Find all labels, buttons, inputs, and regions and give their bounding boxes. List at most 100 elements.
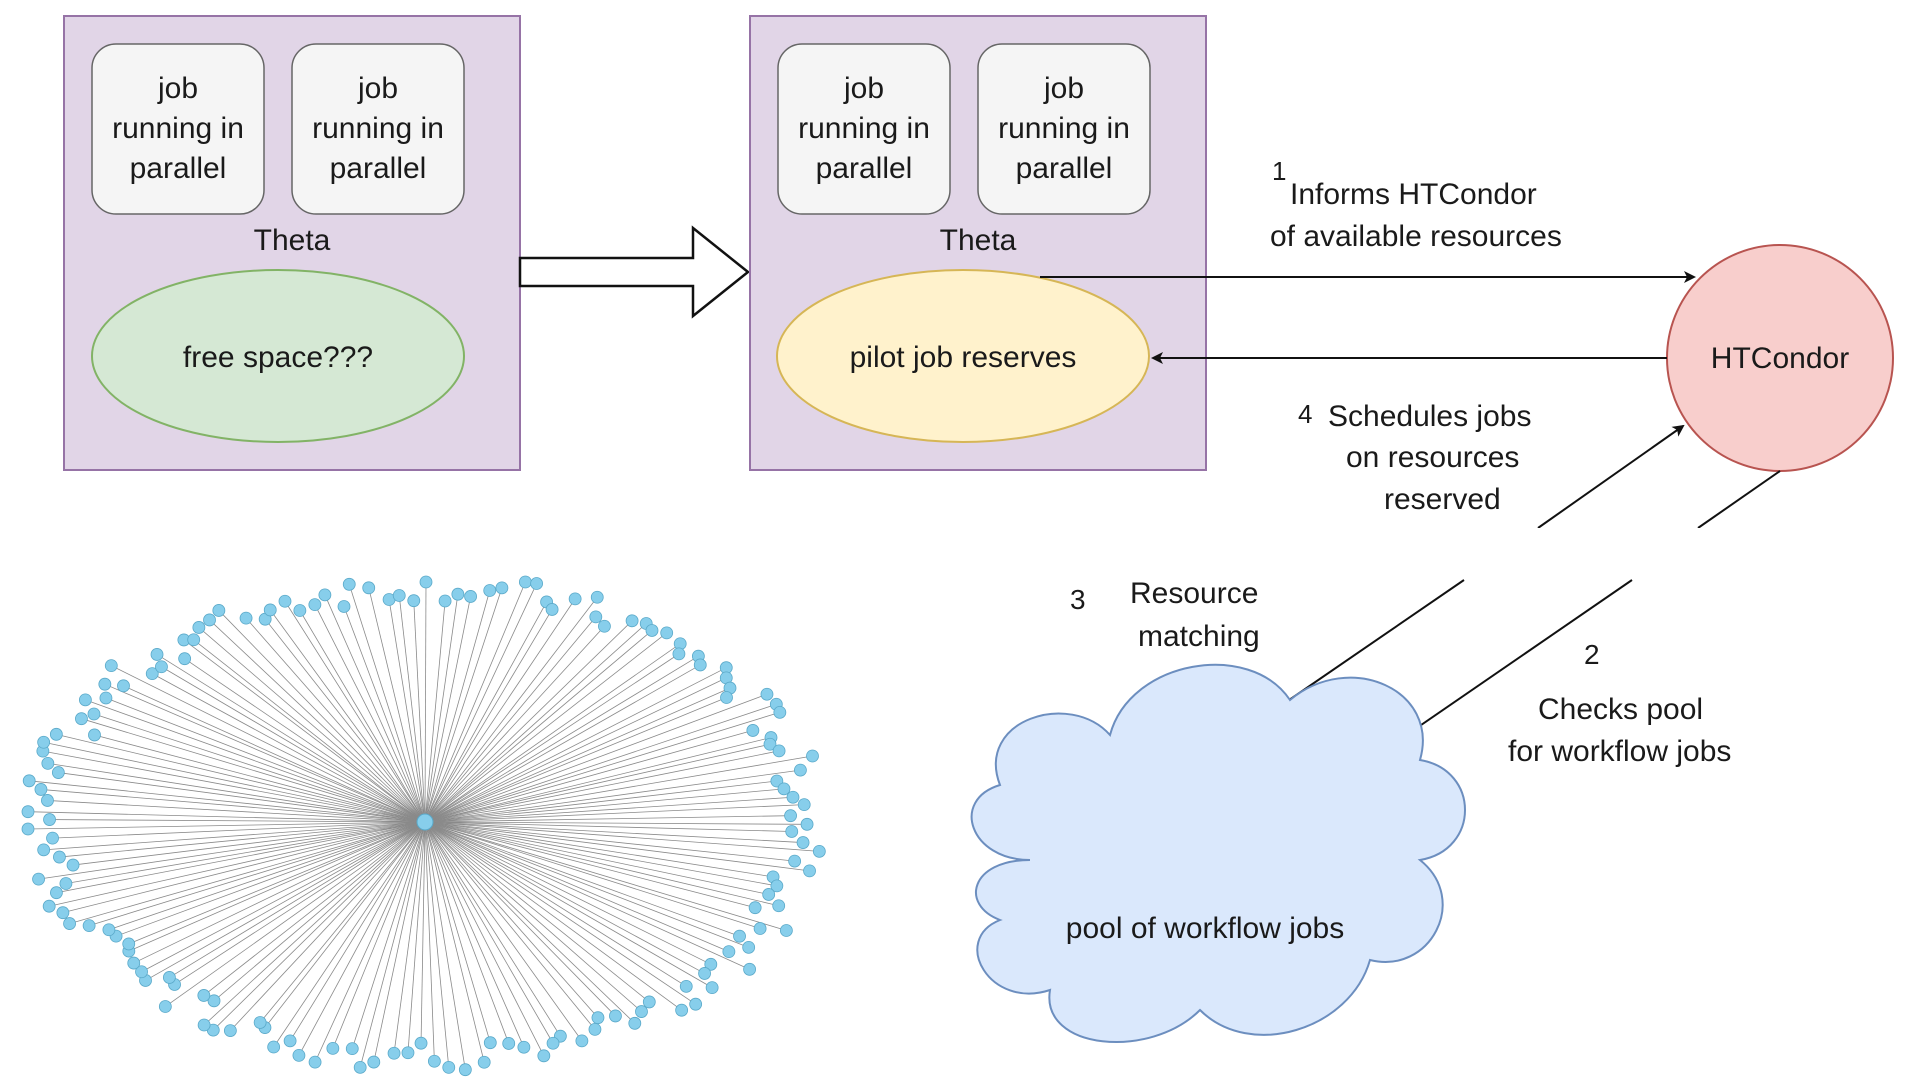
network-edge xyxy=(47,800,426,823)
network-edge xyxy=(424,821,636,1024)
network-edge xyxy=(424,821,450,1068)
job-line: job xyxy=(157,72,198,105)
network-edge xyxy=(424,821,466,1070)
network-edge xyxy=(424,630,653,823)
network-leaf-node xyxy=(387,1046,401,1060)
network-leaf-node xyxy=(477,1055,491,1069)
network-edge xyxy=(56,821,426,894)
network-leaf-node xyxy=(588,1022,602,1036)
network-edge xyxy=(343,606,426,823)
network-edge xyxy=(145,821,426,981)
network-edge xyxy=(424,821,810,872)
network-leaf-node xyxy=(762,888,776,901)
network-leaf-node xyxy=(337,600,351,613)
htcondor-label: HTCondor xyxy=(1711,342,1849,375)
network-leaf-node xyxy=(59,877,73,890)
network-edge xyxy=(264,821,426,1028)
network-leaf-node xyxy=(746,724,760,737)
network-edge xyxy=(393,821,426,1054)
network-leaf-node xyxy=(438,594,452,608)
network-leaf-node xyxy=(796,836,810,849)
network-leaf-node xyxy=(800,817,814,831)
network-edge xyxy=(424,821,774,878)
network-edge xyxy=(373,821,426,1063)
network-edge xyxy=(424,598,576,823)
network-leaf-node xyxy=(779,924,793,937)
network-leaf-node xyxy=(353,1060,367,1074)
network-leaf-node xyxy=(495,581,509,595)
network-edge xyxy=(81,718,426,823)
theta-panel-right: job running in parallel job running in p… xyxy=(749,15,1207,471)
network-edge xyxy=(161,666,426,823)
network-leaf-node xyxy=(672,647,686,661)
network-leaf-node xyxy=(51,766,65,779)
network-leaf-node xyxy=(239,611,253,625)
network-leaf-node xyxy=(267,1040,281,1054)
network-edge xyxy=(424,821,792,832)
network-edge xyxy=(424,737,772,823)
network-leaf-node xyxy=(530,577,544,590)
network-edge xyxy=(85,699,426,823)
network-leaf-node xyxy=(203,613,216,627)
network-leaf-node xyxy=(414,1036,428,1050)
job-box-right-2: job running in parallel xyxy=(977,43,1151,215)
network-edge xyxy=(424,667,727,823)
network-leaf-node xyxy=(679,979,693,993)
network-leaf-node xyxy=(32,872,45,886)
network-leaf-node xyxy=(675,1003,689,1017)
network-edge xyxy=(40,789,426,823)
network-edge xyxy=(388,599,426,823)
network-leaf-node xyxy=(49,727,63,741)
network-edge xyxy=(198,627,426,823)
network-edge xyxy=(424,788,785,823)
step-number: 1 xyxy=(1272,156,1286,186)
network-edge xyxy=(314,604,426,823)
network-leaf-node xyxy=(419,575,433,589)
network-edge xyxy=(56,733,426,823)
network-leaf-node xyxy=(589,610,603,624)
network-leaf-node xyxy=(742,940,756,954)
network-leaf-node xyxy=(812,844,826,858)
network-edge xyxy=(424,623,647,823)
network-edge xyxy=(368,587,426,823)
network-leaf-node xyxy=(568,592,582,606)
step-text: Resource xyxy=(1130,577,1258,610)
network-edge xyxy=(289,821,426,1042)
step-text: on resources xyxy=(1346,441,1519,474)
network-leaf-node xyxy=(777,782,791,796)
network-edge xyxy=(398,595,426,823)
network-leaf-node xyxy=(43,813,56,826)
network-edge xyxy=(424,821,749,948)
network-leaf-node xyxy=(502,1037,516,1050)
network-leaf-node xyxy=(763,737,777,751)
network-edge xyxy=(424,653,680,823)
free-space-ellipse xyxy=(91,269,465,443)
network-leaf-node xyxy=(78,693,92,707)
network-edge xyxy=(424,821,740,937)
network-edge xyxy=(89,821,426,927)
network-edge xyxy=(324,594,426,823)
network-edge xyxy=(424,632,667,823)
network-edge xyxy=(43,821,426,851)
network-leaf-node xyxy=(318,588,332,602)
network-edge xyxy=(49,819,426,823)
network-edge xyxy=(58,772,426,823)
network-edge xyxy=(424,821,795,862)
network-leaf-node xyxy=(42,899,56,913)
network-leaf-node xyxy=(278,594,292,608)
network-edge xyxy=(264,618,426,823)
network-leaf-node xyxy=(75,712,88,726)
network-edge xyxy=(424,821,599,1018)
network-edge xyxy=(29,780,426,823)
network-leaf-node xyxy=(135,965,148,979)
network-edge xyxy=(424,821,435,1062)
network-edge xyxy=(52,821,426,839)
network-leaf-node xyxy=(635,1005,648,1018)
network-edge xyxy=(424,703,777,823)
network-edge xyxy=(298,821,426,1056)
network-edge xyxy=(424,821,696,1005)
network-edge xyxy=(424,664,701,823)
pilot-job-ellipse xyxy=(776,269,1150,443)
network-edge xyxy=(27,811,426,823)
